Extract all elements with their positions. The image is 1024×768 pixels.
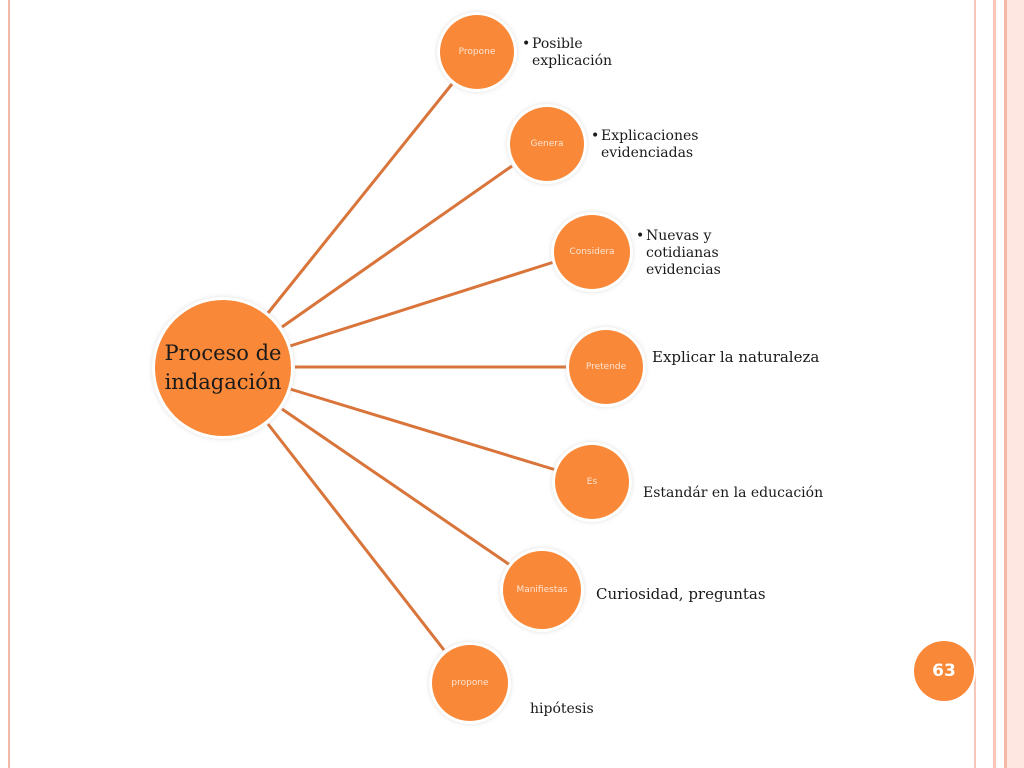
branch-node-pretende: Pretende	[569, 330, 643, 404]
connector-es	[289, 387, 557, 472]
branch-description-considera: Nuevas y cotidianas evidencias	[636, 228, 721, 279]
branch-node-es: Es	[555, 445, 629, 519]
connector-manifiestas	[281, 407, 511, 567]
branch-description-propone: Posible explicación	[522, 36, 612, 70]
center-node-proceso-de-indagacion: Proceso de indagación	[155, 300, 291, 436]
branch-description-genera: Explicaciones evidenciadas	[591, 128, 698, 162]
connector-propone	[266, 83, 454, 314]
branch-description-propone-2: hipótesis	[530, 701, 594, 717]
connector-considera	[289, 260, 555, 348]
branch-description-es: Estandár en la educación	[643, 485, 824, 501]
slide-frame-right-line	[974, 0, 976, 768]
branch-description-pretende: Explicar la naturaleza	[652, 348, 820, 366]
branch-node-propone: Propone	[440, 15, 514, 89]
connector-genera	[281, 164, 513, 329]
branch-description-manifiestas: Curiosidad, preguntas	[596, 585, 766, 603]
slide-frame-right-border	[990, 0, 1024, 768]
slide-frame-left-line	[8, 0, 10, 768]
branch-node-genera: Genera	[510, 107, 584, 181]
branch-node-propone-2: propone	[432, 645, 508, 721]
page-number-badge: 63	[914, 641, 974, 701]
branch-node-manifiestas: Manifiestas	[503, 551, 581, 629]
branch-node-considera: Considera	[554, 215, 630, 289]
connector-propone-2	[266, 423, 446, 651]
